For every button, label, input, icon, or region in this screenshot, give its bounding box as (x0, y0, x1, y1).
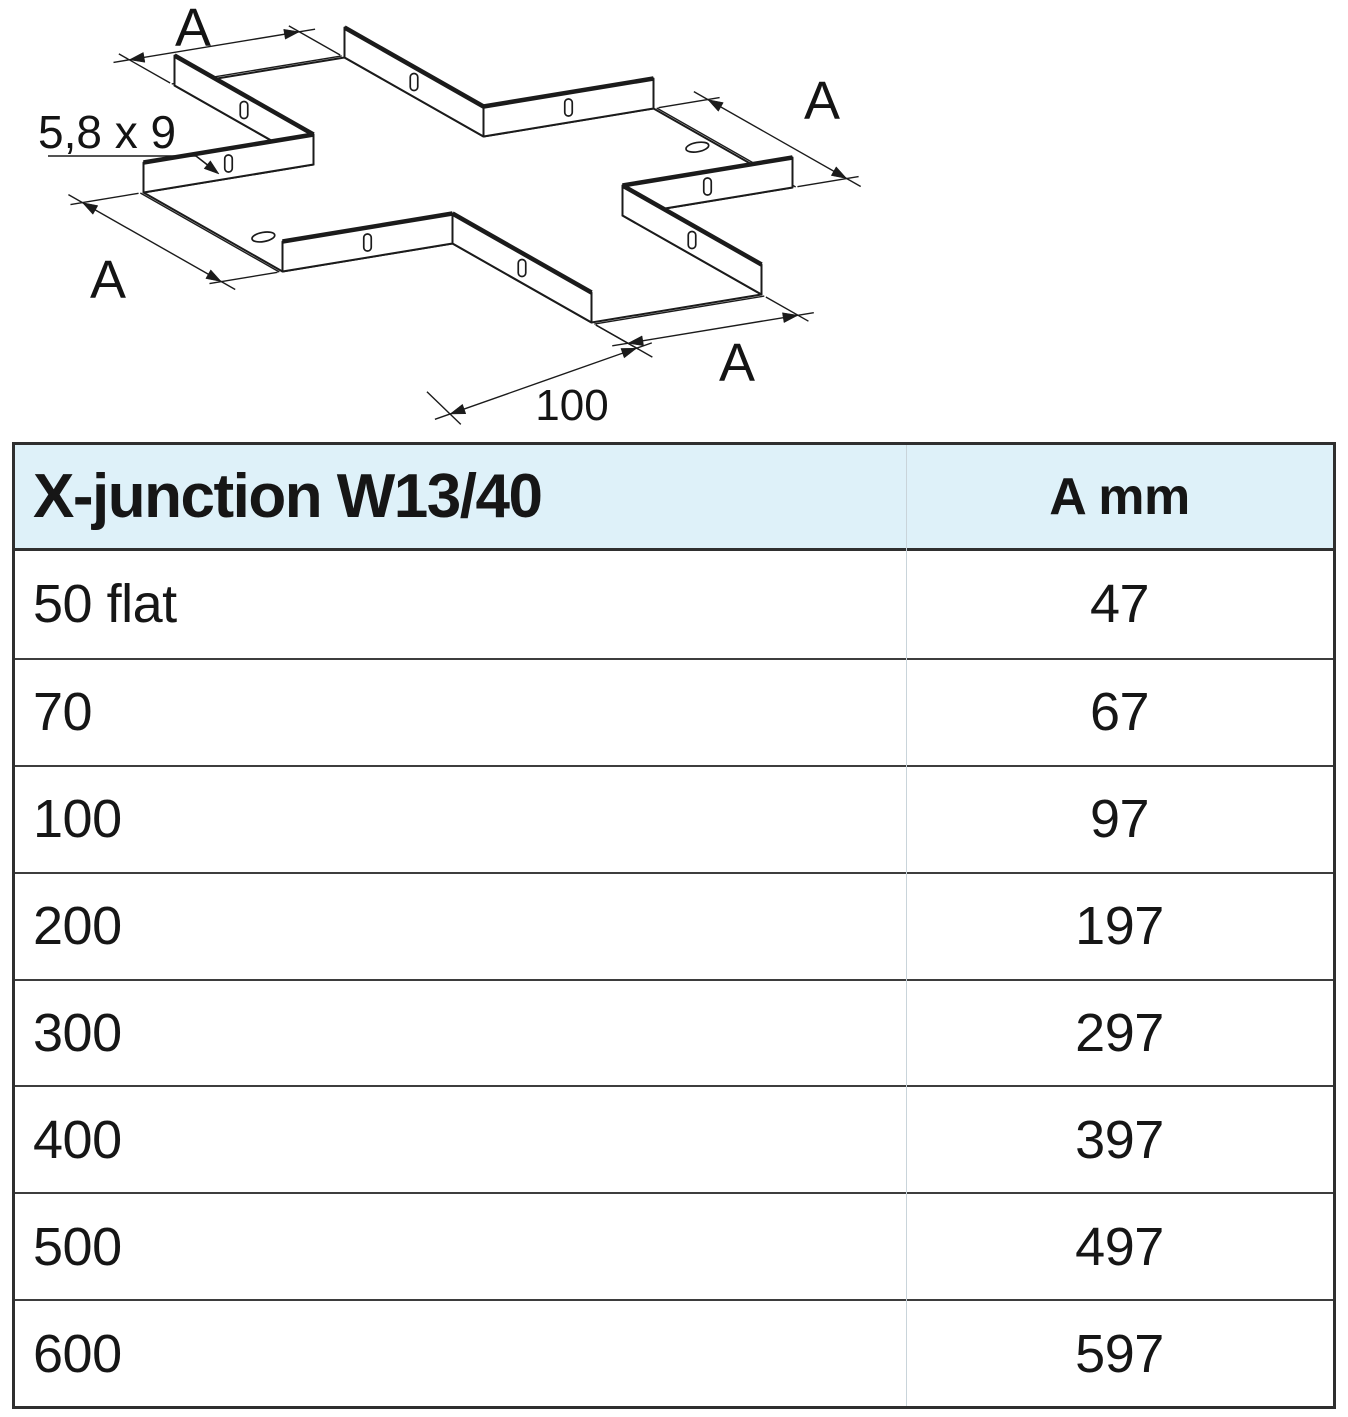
column-divider (905, 445, 907, 1406)
row-size-cell: 600 (33, 1323, 122, 1384)
table-row: 100 97 (15, 764, 1333, 872)
row-size-cell: 70 (33, 682, 93, 743)
row-a-mm-cell: 597 (1075, 1323, 1164, 1384)
row-size-cell: 300 (33, 1003, 122, 1063)
row-a-mm-cell: 97 (1089, 789, 1150, 850)
table-row: 600 597 (15, 1299, 1333, 1406)
dim-label-a-top-left: A (175, 0, 211, 58)
row-size-cell: 200 (33, 896, 122, 957)
table-header-product: X-junction W13/40 (33, 462, 543, 531)
table-row: 400 397 (15, 1085, 1333, 1192)
table-row: 300 297 (15, 978, 1333, 1086)
table-row: 50 flat 47 (15, 551, 1333, 658)
dim-label-a-bottom-right: A (719, 333, 755, 393)
dim-label-a-right: A (804, 71, 840, 131)
row-a-mm-cell: 197 (1075, 896, 1164, 957)
row-a-mm-cell: 397 (1075, 1109, 1164, 1170)
table-header-row: X-junction W13/40 A mm (15, 445, 1333, 551)
dim-label-a-bottom-left: A (90, 250, 126, 310)
row-size-cell: 500 (33, 1216, 122, 1277)
row-size-cell: 400 (33, 1109, 122, 1170)
x-junction-isometric-drawing: A A A A 5,8 x 9 100 (38, 0, 862, 430)
table-row: 500 497 (15, 1192, 1333, 1299)
row-size-cell: 50 flat (33, 574, 177, 635)
table-body: 50 flat 47 70 67 100 97 200 197 300 297 400 397 500 4… (15, 551, 1333, 1406)
center-width-label: 100 (535, 381, 608, 430)
slot-size-label: 5,8 x 9 (38, 106, 176, 158)
row-size-cell: 100 (33, 789, 122, 850)
table-header-a-mm: A mm (1049, 467, 1190, 526)
row-a-mm-cell: 47 (1089, 574, 1150, 635)
row-a-mm-cell: 67 (1089, 682, 1150, 743)
table-row: 200 197 (15, 871, 1333, 979)
row-a-mm-cell: 497 (1075, 1216, 1164, 1277)
x-junction-drawing-area: A A A A 5,8 x 9 100 (0, 0, 1348, 442)
table-row: 70 67 (15, 657, 1333, 765)
dimension-table: X-junction W13/40 A mm 50 flat 47 70 67 100 9… (12, 442, 1336, 1409)
row-a-mm-cell: 297 (1075, 1003, 1164, 1063)
